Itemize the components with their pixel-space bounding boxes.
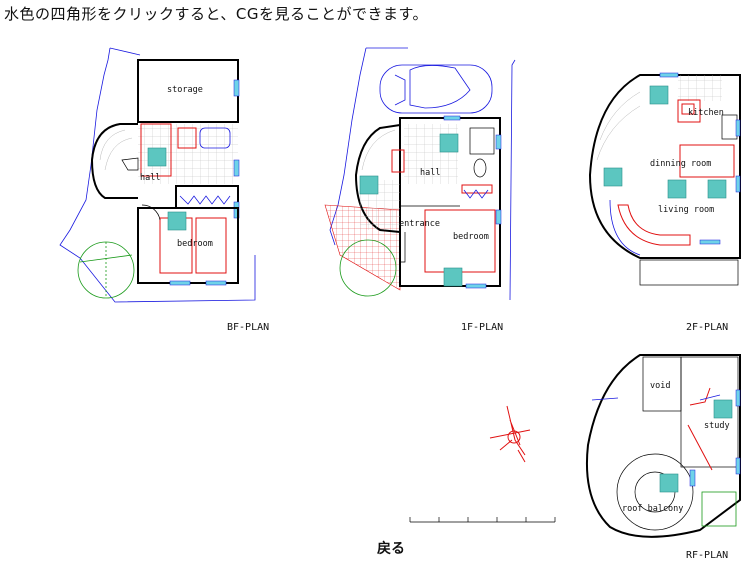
room-label-hall: hall xyxy=(140,173,160,183)
1f-plan: hall entrance bedroom xyxy=(324,47,516,301)
room-label-bedroom: bedroom xyxy=(177,239,213,249)
cg-square-bf-bedroom[interactable] xyxy=(167,211,187,231)
room-label-1f-bedroom: bedroom xyxy=(453,232,489,242)
cg-square-1f-entrance[interactable] xyxy=(359,175,379,195)
cg-square-rf-balcony[interactable] xyxy=(659,473,679,493)
plan-label-1f: 1F-PLAN xyxy=(461,322,504,333)
bf-plan: storage hall bedroom xyxy=(59,47,256,303)
room-label-entrance: entrance xyxy=(399,219,440,229)
cg-square-2f-stair[interactable] xyxy=(603,167,623,187)
plan-label-2f: 2F-PLAN xyxy=(686,322,729,333)
cg-square-2f-dining[interactable] xyxy=(707,179,727,199)
cg-square-1f-bedroom[interactable] xyxy=(443,267,463,287)
room-label-storage: storage xyxy=(167,85,203,95)
room-label-1f-hall: hall xyxy=(420,168,440,178)
cg-square-2f-kitchen-side[interactable] xyxy=(649,85,669,105)
plan-label-rf: RF-PLAN xyxy=(686,550,729,561)
room-label-living-room: living room xyxy=(658,205,714,215)
2f-plan: kitchen dinning room living room xyxy=(588,72,741,286)
cg-square-bf-hall[interactable] xyxy=(147,147,167,167)
room-label-roof-balcony: roof balcony xyxy=(622,504,683,514)
rf-plan: void study roof balcony xyxy=(585,354,741,538)
scale-bar xyxy=(409,517,556,523)
compass-icon xyxy=(489,405,531,463)
room-label-study: study xyxy=(704,421,730,431)
cg-square-rf-study[interactable] xyxy=(713,399,733,419)
cg-square-1f-hall[interactable] xyxy=(439,133,459,153)
cg-square-2f-living[interactable] xyxy=(667,179,687,199)
room-label-kitchen: kitchen xyxy=(688,108,724,118)
back-link[interactable]: 戻る xyxy=(377,541,405,557)
plan-label-bf: BF-PLAN xyxy=(227,322,270,333)
room-label-dinning-room: dinning room xyxy=(650,159,711,169)
instruction-text: 水色の四角形をクリックすると、CGを見ることができます。 xyxy=(4,5,428,23)
room-label-void: void xyxy=(650,381,670,391)
